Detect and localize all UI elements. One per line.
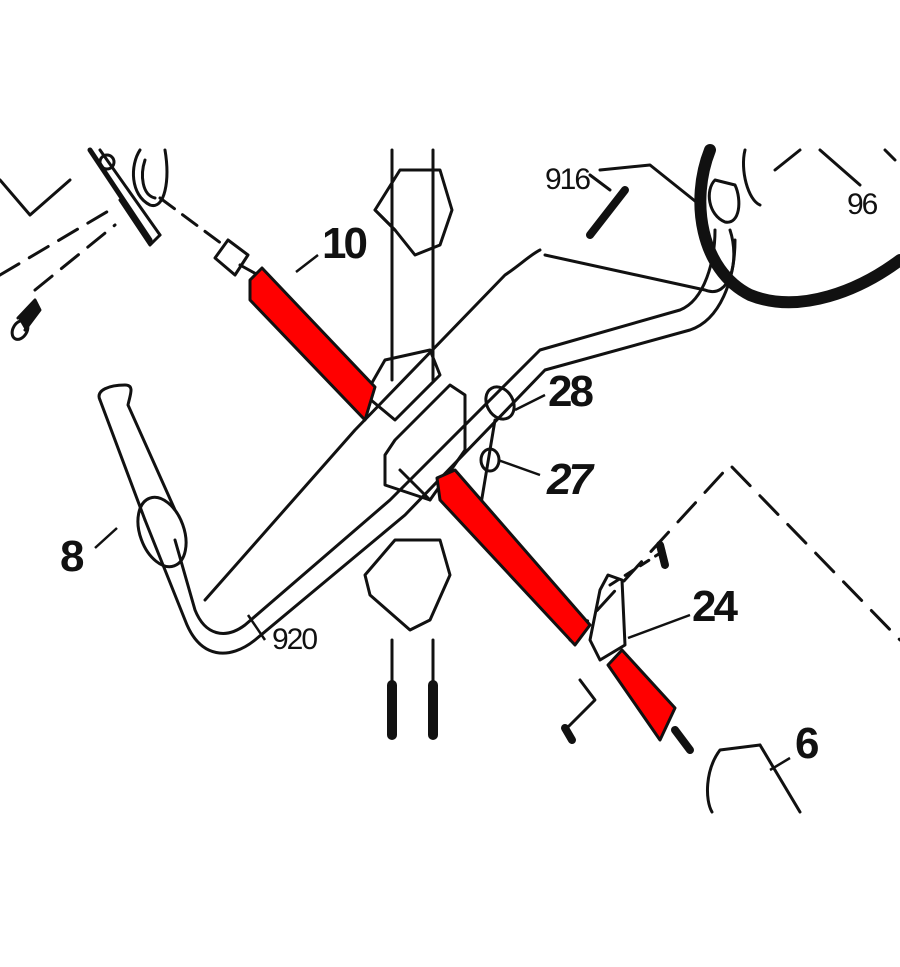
label-part-27: 27 bbox=[547, 455, 593, 504]
leader-lines bbox=[94, 254, 791, 772]
label-part-24: 24 bbox=[692, 582, 738, 631]
label-part-8: 8 bbox=[60, 532, 85, 581]
bolt-left bbox=[10, 298, 42, 341]
cable-end-fitting bbox=[213, 238, 260, 277]
label-part-10: 10 bbox=[322, 219, 368, 268]
lower-clamp bbox=[363, 538, 452, 632]
top-left-bracket bbox=[0, 147, 169, 247]
label-part-916: 916 bbox=[545, 163, 591, 196]
label-part-28: 28 bbox=[548, 367, 594, 416]
highlighted-sleeve bbox=[248, 266, 677, 742]
bent-rod bbox=[143, 228, 737, 655]
label-part-96: 96 bbox=[847, 188, 878, 221]
label-part-6: 6 bbox=[795, 719, 820, 768]
grip-part-8 bbox=[97, 383, 188, 569]
top-clamp bbox=[373, 168, 454, 257]
label-part-920: 920 bbox=[272, 623, 318, 656]
clip-part-24 bbox=[561, 573, 627, 744]
